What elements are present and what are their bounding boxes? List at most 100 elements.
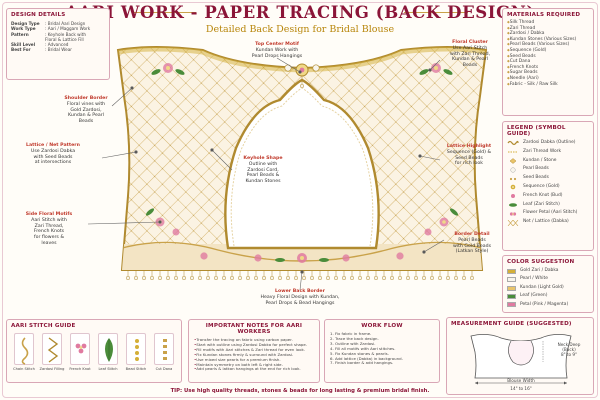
- neck-sub: (Back): [562, 347, 576, 353]
- callout-text: leaves: [41, 240, 57, 246]
- legend-item: Flower Petal (Aari Stitch): [507, 209, 589, 218]
- dabka-outline-icon: [507, 140, 519, 146]
- sequence-icon: [507, 184, 519, 190]
- pearl-drop: [261, 275, 267, 281]
- pearl-drop: [205, 275, 211, 281]
- legend-label: French Knot (Bud): [523, 192, 563, 198]
- stitch-label: Cut Dana: [155, 367, 173, 371]
- note-item: Transfer the tracing on fabric using car…: [194, 337, 314, 343]
- note-item: Fix Kundan stones firmly & surround with…: [194, 352, 314, 358]
- callout-text: (Latkan Style): [455, 249, 489, 255]
- color-swatch: [507, 293, 516, 299]
- material-item: Pearl Beads (Various Sizes): [507, 42, 589, 48]
- workflow-panel: WORK FLOW 1. Fix fabric in frame.2. Trac…: [324, 319, 440, 383]
- pearl-drop: [429, 275, 435, 281]
- pearl-drop: [229, 275, 235, 281]
- pearl-drop: [197, 275, 203, 281]
- pearl-drop: [341, 275, 347, 281]
- callout-heading: Keyhole Shape: [243, 156, 283, 161]
- stitch-label: Chain Stitch: [13, 367, 35, 371]
- material-item: Zari Thread: [507, 26, 589, 32]
- callout-heading: Lattice Highlight: [446, 144, 492, 149]
- detail-row: Pattern: Keyhole Back with: [11, 32, 105, 37]
- color-item: Gold Zari / Dabka: [507, 267, 589, 275]
- detail-value: : Bridal Wear: [45, 47, 72, 53]
- legend-item: Zardosi Dabka (Outline): [507, 139, 589, 148]
- callout-text: with Seed Beads: [33, 154, 73, 160]
- pearl-drop: [181, 275, 187, 281]
- lower-border-flowers: [200, 252, 404, 263]
- workflow-step: 5. Fix Kundan stones & pearls.: [330, 350, 389, 356]
- callout-text: Use Zardosi Dabka: [30, 148, 76, 154]
- pearl-drop: [173, 275, 179, 281]
- callout-text: Aari Stitch with: [31, 217, 67, 223]
- callout-text: Pearl Beads: [458, 237, 486, 243]
- measurement-guide-panel: MEASUREMENT GUIDE (SUGGESTED) Neck Deep …: [446, 317, 594, 395]
- lattice-icon: [507, 219, 519, 227]
- stitch-item: Chain Stitch: [11, 333, 37, 371]
- callout-border-detail: Border Detail Pearl Beads with Gold Bead…: [442, 232, 502, 255]
- callout-text: Use Aari Stitch: [452, 45, 488, 51]
- callout-text: with Gold Beads: [452, 243, 492, 249]
- zardosi-filling-icon: [42, 333, 62, 365]
- french-knot-icon: [70, 333, 90, 365]
- detail-row: Design Type: Bridal Aari Design: [11, 21, 105, 26]
- callout-text: Pearl Drops & Bead Hangings: [265, 300, 335, 306]
- color-swatch: [507, 302, 516, 308]
- material-item: Silk Thread: [507, 20, 589, 26]
- color-label: Pearl / White: [520, 276, 548, 282]
- pearl-drop: [221, 275, 227, 281]
- stitch-label: Leaf Stitch: [98, 367, 118, 371]
- floral-cluster-left: [151, 63, 185, 75]
- detail-key: Work Type: [11, 26, 36, 32]
- callout-text: Kundan & Pearl: [68, 113, 104, 119]
- side-floral-right: [424, 208, 459, 236]
- callout-floral-cluster: Floral Cluster Use Aari Stitch with Zari…: [438, 40, 502, 69]
- note-item: Add pearls & latkan hangings at the end …: [194, 367, 314, 372]
- callout-text: Floral vines with: [66, 101, 106, 107]
- page-title: AARI WORK - PAPER TRACING (BACK DESIGN): [65, 3, 535, 22]
- legend-label: Zardosi Dabka (Outline): [523, 140, 576, 145]
- cut-dana-icon: [154, 333, 174, 365]
- pearl-drop: [333, 275, 339, 281]
- pearl-drop: [269, 275, 275, 281]
- material-item: Sugar Beads: [507, 70, 589, 76]
- footer-tip: TIP: Use high quality threads, stones & …: [170, 388, 430, 394]
- callout-lattice-highlight: Lattice Highlight Sequence (Gold) & Seed…: [436, 144, 502, 167]
- leaf-icon: [507, 202, 519, 208]
- callout-text: Beads: [78, 119, 94, 125]
- detail-key: Pattern: [11, 31, 29, 37]
- color-swatch: [507, 285, 516, 291]
- material-item: Fabric - Silk / Raw Silk: [507, 82, 589, 88]
- legend-label: Sequence (Gold): [523, 183, 560, 189]
- pearl-drop: [445, 275, 451, 281]
- stitch-label: French Knot: [69, 367, 91, 371]
- bead-stitch-icon: [126, 333, 146, 365]
- callout-text: Zari Thread,: [34, 223, 64, 229]
- callout-text: Gold Zardosi,: [70, 107, 102, 113]
- pearl-drop: [245, 275, 251, 281]
- neck-value: 8" to 9": [560, 352, 578, 358]
- callout-text: with Zari Thread,: [449, 51, 491, 57]
- leaf-stitch-icon: [98, 333, 118, 365]
- legend-item: Leaf (Zari Stitch): [507, 201, 589, 210]
- callout-heading: Shoulder Border: [64, 96, 108, 101]
- pearl-drop: [133, 275, 139, 281]
- kundan-stone-icon: [507, 158, 519, 164]
- callout-text: Zardosi Cord,: [247, 167, 279, 173]
- detail-value: : Aari / Maggam Work: [45, 26, 91, 32]
- color-suggestion-title: COLOR SUGGESTION: [507, 259, 575, 265]
- workflow-step: 6. Add lattice (Dabka) in background.: [330, 355, 403, 361]
- callout-text: for flowers &: [34, 235, 64, 241]
- seed-bead-icon: [507, 176, 519, 182]
- stitch-label: Bead Stitch: [125, 367, 147, 371]
- pearl-drop: [461, 275, 467, 281]
- legend-item: Seed Beads: [507, 174, 589, 183]
- neck-label: Neck Deep: [557, 342, 581, 347]
- pearl-drop: [141, 275, 147, 281]
- pearl-drop: [405, 275, 411, 281]
- legend-item: Zari Thread Work: [507, 148, 589, 157]
- pearl-drop: [237, 275, 243, 281]
- color-swatch: [507, 268, 516, 274]
